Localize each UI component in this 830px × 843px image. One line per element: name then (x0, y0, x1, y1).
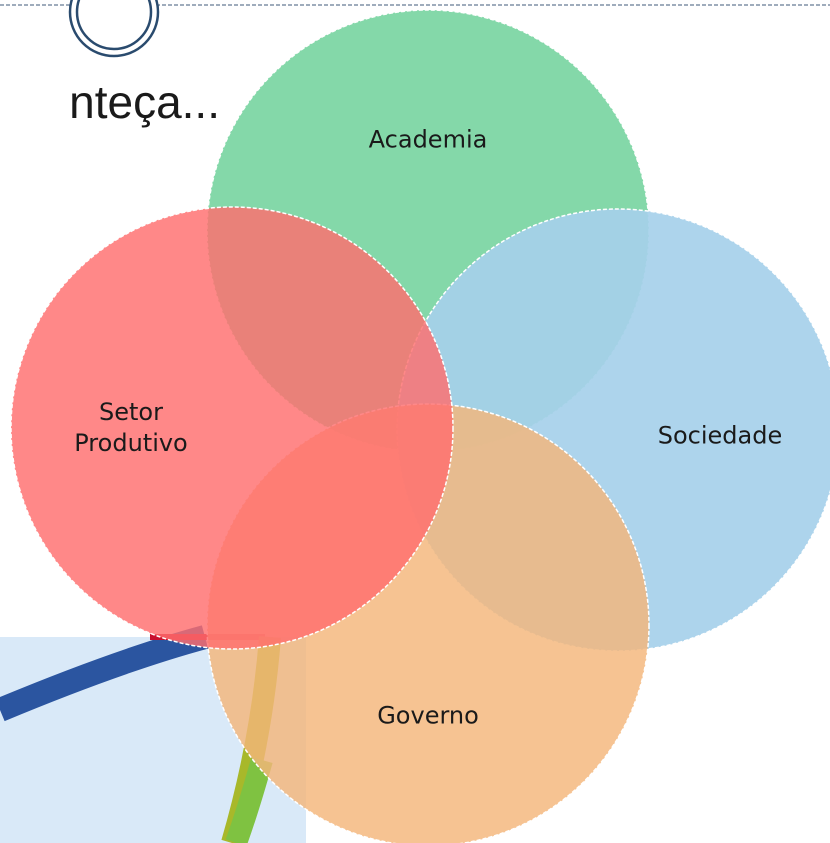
header-ring-icon (68, 0, 160, 58)
slide-heading-text: nteça... (69, 76, 220, 128)
label-setor-produtivo-line-1: Setor (99, 398, 163, 426)
label-academia: Academia (368, 125, 488, 154)
label-sociedade: Sociedade (657, 421, 783, 450)
circle-setor-produtivo (10, 206, 454, 650)
label-governo: Governo (377, 701, 479, 730)
label-setor-produtivo-line-2: Produtivo (74, 429, 188, 457)
label-setor-produtivo: Setor Produtivo (74, 397, 187, 459)
slide-heading: nteça... (0, 74, 220, 134)
